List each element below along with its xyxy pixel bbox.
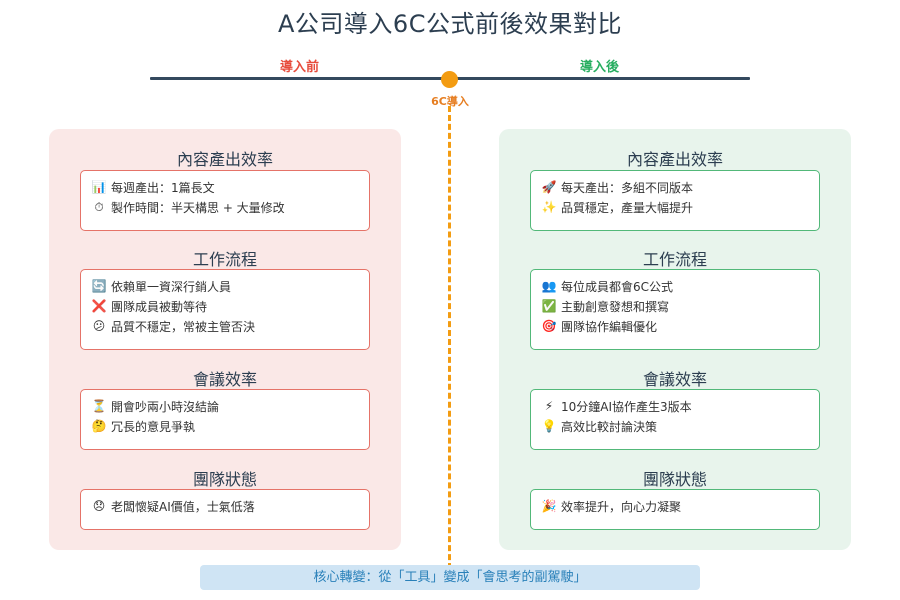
- list-item: ✅ 主動創意發想和撰寫: [541, 296, 819, 316]
- section-card: 🎉 效率提升，向心力凝聚: [530, 489, 820, 530]
- hourglass-icon: ⏳: [91, 399, 107, 413]
- list-item-text: 每位成員都會6C公式: [561, 279, 674, 294]
- section-title: 工作流程: [642, 250, 707, 269]
- lightning-icon: ⚡: [544, 399, 554, 413]
- section-title: 內容產出效率: [626, 150, 723, 169]
- list-item: 👥 每位成員都會6C公式: [541, 276, 819, 296]
- disappointed-face-icon: 😞: [92, 499, 106, 513]
- list-item-text: 老闆懷疑AI價值，士氣低落: [111, 499, 255, 514]
- section-title: 會議效率: [192, 370, 257, 389]
- party-popper-icon: 🎉: [541, 499, 557, 513]
- list-item: ⏱ 製作時間：半天構思 + 大量修改: [91, 197, 369, 217]
- check-mark-icon: ✅: [541, 299, 557, 313]
- page-title: A公司導入6C公式前後效果對比: [278, 10, 622, 38]
- phase-label-before: 導入前: [280, 60, 320, 75]
- timeline-marker-label: 6C導入: [431, 95, 469, 108]
- section-card: ⚡ 10分鐘AI協作產生3版本 💡 高效比較討論決策: [530, 389, 820, 450]
- worried-face-icon: 😕: [92, 319, 106, 333]
- list-item-text: 品質不穩定，常被主管否決: [111, 319, 256, 334]
- list-item: 😞 老闆懷疑AI價值，士氣低落: [91, 496, 369, 516]
- list-item: ✨ 品質穩定，產量大幅提升: [541, 197, 819, 217]
- list-item: ❌ 團隊成員被動等待: [91, 296, 369, 316]
- section-title: 會議效率: [642, 370, 707, 389]
- section-card: 🚀 每天產出：多組不同版本 ✨ 品質穩定，產量大幅提升: [530, 170, 820, 231]
- divider-dashed-line: [448, 106, 451, 578]
- cross-mark-icon: ❌: [91, 299, 107, 313]
- list-item-text: 團隊成員被動等待: [111, 299, 208, 314]
- after-panel: 內容產出效率 🚀 每天產出：多組不同版本 ✨ 品質穩定，產量大幅提升工作流程 👥 每位成員都…: [499, 129, 851, 550]
- light-bulb-icon: 💡: [541, 419, 557, 433]
- stopwatch-icon: ⏱: [94, 199, 104, 214]
- list-item: 💡 高效比較討論決策: [541, 416, 819, 436]
- section-title: 團隊狀態: [192, 470, 257, 489]
- cycle-arrows-icon: 🔄: [91, 279, 107, 293]
- section-title: 團隊狀態: [642, 470, 707, 489]
- list-item-text: 每天產出：多組不同版本: [561, 180, 694, 195]
- section-title: 內容產出效率: [176, 150, 273, 169]
- section-card: 😞 老闆懷疑AI價值，士氣低落: [80, 489, 370, 530]
- list-item-text: 每週產出：1篇長文: [111, 180, 215, 195]
- section-card: 🔄 依賴單一資深行銷人員 ❌ 團隊成員被動等待 😕 品質不穩定，常被主管否決: [80, 269, 370, 350]
- target-icon: 🎯: [541, 319, 557, 333]
- before-panel: 內容產出效率 📊 每週產出：1篇長文 ⏱ 製作時間：半天構思 + 大量修改工作流程 🔄 依賴…: [49, 129, 401, 550]
- list-item: 🎯 團隊協作編輯優化: [541, 316, 819, 336]
- phase-label-after: 導入後: [580, 60, 620, 75]
- list-item: 🚀 每天產出：多組不同版本: [541, 177, 819, 197]
- rocket-icon: 🚀: [541, 180, 557, 194]
- list-item-text: 品質穩定，產量大幅提升: [561, 200, 694, 215]
- list-item: 🎉 效率提升，向心力凝聚: [541, 496, 819, 516]
- list-item-text: 高效比較討論決策: [561, 419, 658, 434]
- timeline-marker-dot: [441, 71, 458, 88]
- people-icon: 👥: [541, 279, 557, 293]
- list-item: 📊 每週產出：1篇長文: [91, 177, 369, 197]
- list-item-text: 團隊協作編輯優化: [561, 319, 658, 334]
- section-title: 工作流程: [192, 250, 257, 269]
- list-item-text: 10分鐘AI協作產生3版本: [561, 399, 692, 414]
- list-item: 🤔 冗長的意見爭執: [91, 416, 369, 436]
- list-item: 🔄 依賴單一資深行銷人員: [91, 276, 369, 296]
- sparkles-icon: ✨: [541, 200, 557, 214]
- list-item-text: 開會吵兩小時沒結論: [111, 399, 220, 414]
- list-item-text: 依賴單一資深行銷人員: [111, 279, 232, 294]
- summary-banner: 核心轉變：從「工具」變成「會思考的副駕駛」: [200, 565, 700, 590]
- section-card: 📊 每週產出：1篇長文 ⏱ 製作時間：半天構思 + 大量修改: [80, 170, 370, 231]
- thinking-face-icon: 🤔: [91, 419, 107, 433]
- list-item-text: 效率提升，向心力凝聚: [561, 499, 682, 514]
- section-card: ⏳ 開會吵兩小時沒結論 🤔 冗長的意見爭執: [80, 389, 370, 450]
- section-card: 👥 每位成員都會6C公式 ✅ 主動創意發想和撰寫 🎯 團隊協作編輯優化: [530, 269, 820, 350]
- list-item: 😕 品質不穩定，常被主管否決: [91, 316, 369, 336]
- bar-chart-icon: 📊: [91, 180, 107, 194]
- list-item-text: 冗長的意見爭執: [111, 419, 196, 434]
- list-item-text: 製作時間：半天構思 + 大量修改: [111, 200, 285, 215]
- list-item: ⏳ 開會吵兩小時沒結論: [91, 396, 369, 416]
- list-item: ⚡ 10分鐘AI協作產生3版本: [541, 396, 819, 416]
- list-item-text: 主動創意發想和撰寫: [561, 299, 670, 314]
